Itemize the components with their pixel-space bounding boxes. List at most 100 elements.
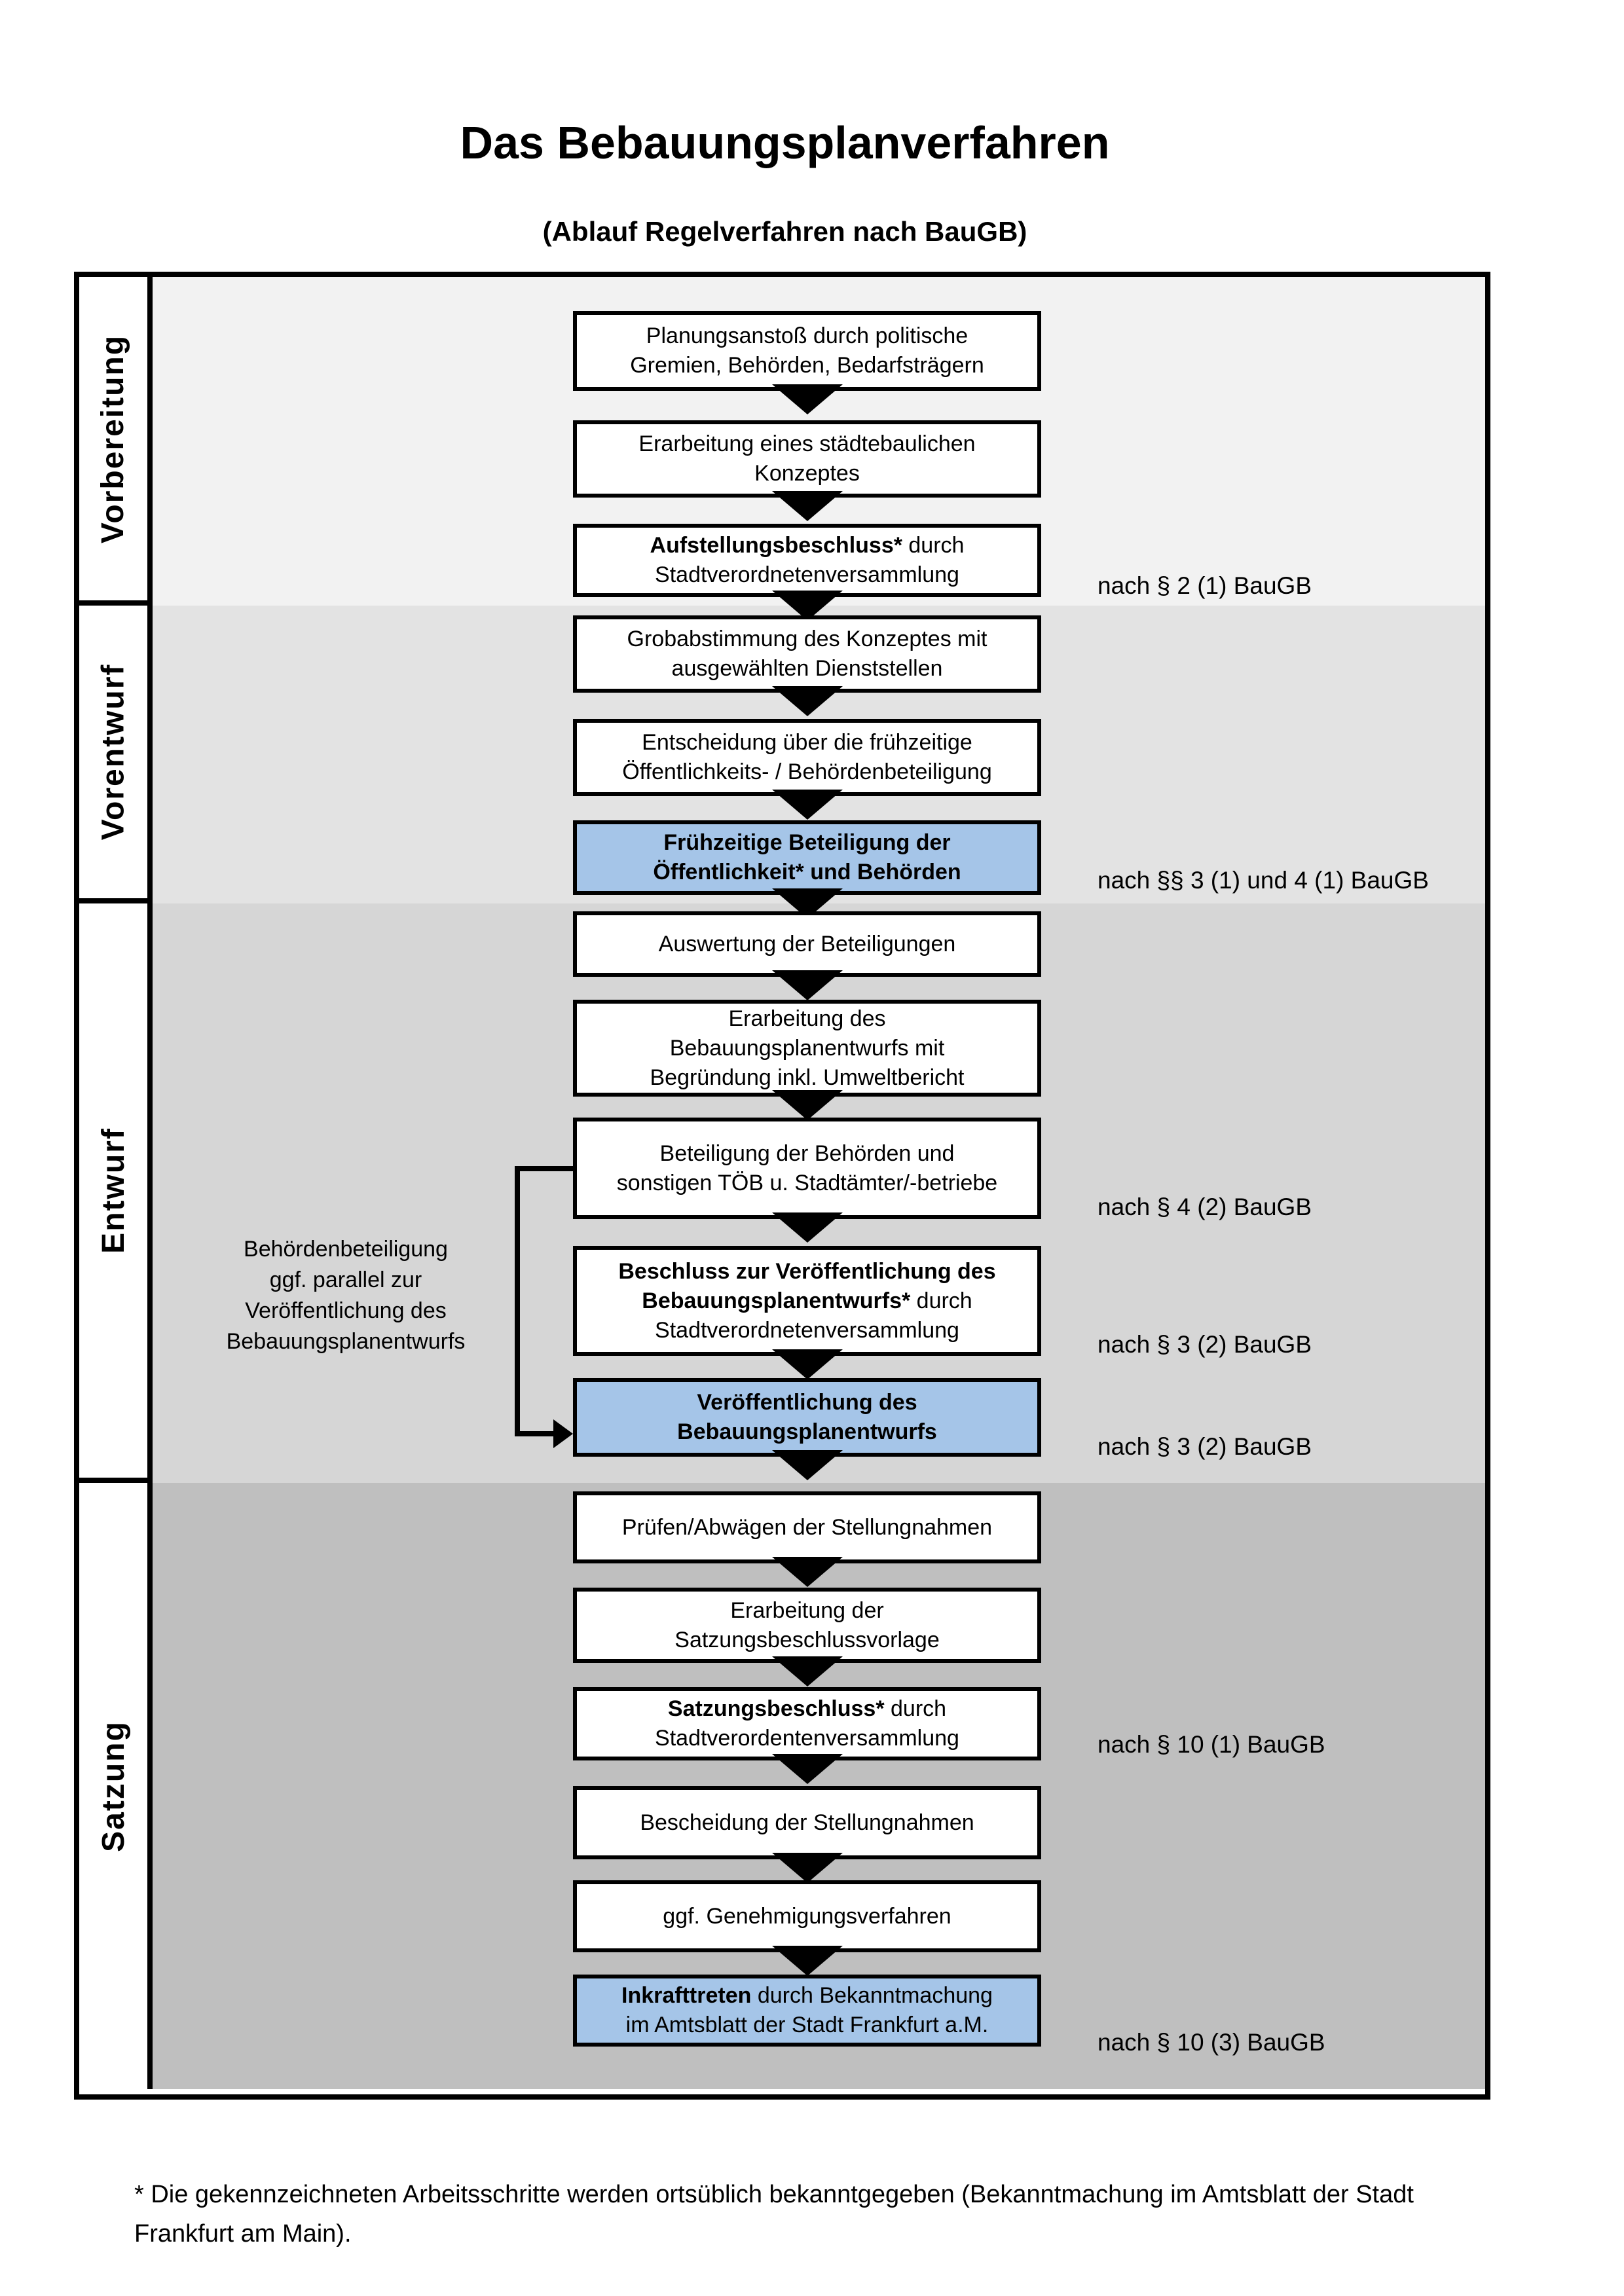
baugb-note: nach § 3 (2) BauGB: [1098, 1433, 1312, 1460]
connector-arrowhead-icon: [553, 1419, 573, 1448]
page-subtitle: (Ablauf Regelverfahren nach BauGB): [542, 216, 1027, 247]
step-text-line: Satzungsbeschlussvorlage: [674, 1626, 939, 1655]
connector-line-vertical: [515, 1166, 520, 1436]
step-text-line: Öffentlichkeits- / Behördenbeteiligung: [622, 757, 992, 787]
phase-label-text: Vorbereitung: [96, 334, 131, 543]
phase-label-column: Vorbereitung Vorentwurf Entwurf Satzung: [79, 277, 153, 2089]
step-text-line: Bebauungsplanentwurfs: [677, 1417, 937, 1447]
connector-line-bottom: [515, 1431, 555, 1436]
step-text-run: Stadtverordnetenversammlung: [655, 1317, 959, 1343]
step-text-run: im Amtsblatt der Stadt Frankfurt a.M.: [625, 2013, 989, 2037]
baugb-note: nach §§ 3 (1) und 4 (1) BauGB: [1098, 867, 1429, 894]
process-frame: Vorbereitung Vorentwurf Entwurf Satzung …: [74, 272, 1490, 2100]
step-text-line: Stadtverordnetenversammlung: [655, 560, 959, 590]
step-text-run: Bebauungsplanentwurfs mit: [669, 1035, 945, 1061]
baugb-note: nach § 3 (2) BauGB: [1098, 1331, 1312, 1358]
step-text-run: Entscheidung über die frühzeitige: [642, 730, 972, 755]
phase-label-text: Satzung: [96, 1720, 131, 1852]
step-text-line: Planungsanstoß durch politische: [646, 321, 968, 351]
baugb-note: nach § 10 (3) BauGB: [1098, 2029, 1325, 2056]
step-text-run: Öffentlichkeits- / Behördenbeteiligung: [622, 759, 992, 784]
step-text-line: Erarbeitung der: [730, 1596, 883, 1626]
footnote-line: * Die gekennzeichneten Arbeitsschritte w…: [134, 2181, 1414, 2208]
step-text-run: Bescheidung der Stellungnahmen: [640, 1810, 974, 1835]
step-text-line: Frühzeitige Beteiligung der: [663, 828, 950, 858]
footnote-line: Frankfurt am Main).: [134, 2220, 352, 2248]
step-text-run: Begründung inkl. Umweltbericht: [650, 1065, 965, 1090]
baugb-note: nach § 10 (1) BauGB: [1098, 1731, 1325, 1758]
step-text-line: ausgewählten Dienststellen: [672, 654, 943, 683]
step-text-run: Auswertung der Beteiligungen: [658, 931, 956, 957]
footnote: * Die gekennzeichneten Arbeitsschritte w…: [134, 2175, 1575, 2253]
baugb-note: nach § 2 (1) BauGB: [1098, 572, 1312, 599]
side-annotation: Behördenbeteiligung ggf. parallel zur Ve…: [182, 1234, 509, 1357]
step-text-run: Stadtverordentenversammlung: [655, 1726, 959, 1751]
step-text-line: Beteiligung der Behörden und: [660, 1139, 955, 1169]
step-text-line: Stadtverordentenversammlung: [655, 1724, 959, 1753]
step-text-run: Stadtverordnetenversammlung: [655, 562, 959, 587]
step-text-line: Konzeptes: [754, 459, 860, 488]
flow-step-b9: Beteiligung der Behörden und sonstigen TÖ…: [573, 1118, 1041, 1243]
step-text-run: Bebauungsplanentwurfs: [677, 1419, 937, 1444]
flow-step-b16: ggf. Genehmigungsverfahren: [573, 1880, 1041, 1976]
step-text-run: durch Bekanntmachung: [751, 1983, 993, 2008]
side-annotation-line: Bebauungsplanentwurfs: [226, 1329, 466, 1354]
page-title: Das Bebauungsplanverfahren: [460, 117, 1110, 168]
step-text-line: Satzungsbeschluss* durch: [668, 1694, 946, 1724]
side-annotation-line: Veröffentlichung des: [245, 1298, 447, 1323]
step-text-run: Beteiligung der Behörden und: [659, 1140, 955, 1166]
side-annotation-line: ggf. parallel zur: [269, 1267, 422, 1292]
step-text-run: Erarbeitung der: [730, 1597, 884, 1623]
step-text-line: Erarbeitung des: [728, 1004, 885, 1034]
step-text-line: Begründung inkl. Umweltbericht: [650, 1063, 964, 1093]
step-text-run: ausgewählten Dienststellen: [671, 656, 943, 681]
step-text-run: durch: [884, 1696, 947, 1721]
step-text-run: ggf. Genehmigungsverfahren: [663, 1903, 951, 1929]
step-text-run: Öffentlichkeit* und Behörden: [653, 860, 961, 884]
step-text-run: Erarbeitung des: [728, 1006, 886, 1031]
step-text-run: Satzungsbeschluss*: [667, 1696, 885, 1721]
step-text-run: sonstigen TÖB u. Stadtämter/-betriebe: [616, 1170, 998, 1195]
step-text-line: Gremien, Behörden, Bedarfsträgern: [630, 351, 984, 380]
step-text-line: Inkrafttreten durch Bekanntmachung: [621, 1981, 993, 2011]
phase-label-vorbereitung: Vorbereitung: [79, 277, 147, 606]
step-text-line: sonstigen TÖB u. Stadtämter/-betriebe: [617, 1169, 997, 1198]
flow-step-b15: Bescheidung der Stellungnahmen: [573, 1786, 1041, 1883]
step-text-line: Grobabstimmung des Konzeptes mit: [627, 625, 987, 654]
step-text-line: Prüfen/Abwägen der Stellungnahmen: [622, 1513, 992, 1542]
step-text-run: Bebauungsplanentwurfs*: [642, 1288, 911, 1313]
step-text-run: Prüfen/Abwägen der Stellungnahmen: [621, 1514, 993, 1540]
phase-label-text: Entwurf: [96, 1127, 131, 1254]
side-annotation-line: Behördenbeteiligung: [244, 1237, 448, 1262]
step-text-run: Inkrafttreten: [621, 1983, 752, 2008]
step-text-line: Erarbeitung eines städtebaulichen: [638, 429, 975, 459]
baugb-note: nach § 4 (2) BauGB: [1098, 1194, 1312, 1220]
step-text-line: Bebauungsplanentwurfs* durch: [642, 1286, 972, 1316]
step-text-run: Konzeptes: [754, 461, 860, 486]
phase-label-entwurf: Entwurf: [79, 903, 147, 1483]
flow-step-b7: Auswertung der Beteiligungen: [573, 911, 1041, 1000]
step-text-line: Beschluss zur Veröffentlichung des: [618, 1257, 995, 1286]
step-text-line: Veröffentlichung des: [697, 1388, 917, 1417]
step-text-line: Bescheidung der Stellungnahmen: [640, 1808, 974, 1838]
step-text-run: Planungsanstoß durch politische: [646, 323, 969, 348]
step-text-line: Bebauungsplanentwurfs mit: [670, 1034, 945, 1063]
step-text-run: Beschluss zur Veröffentlichung des: [618, 1258, 996, 1284]
step-text-line: ggf. Genehmigungsverfahren: [663, 1902, 951, 1931]
phase-label-satzung: Satzung: [79, 1483, 147, 2089]
step-text-run: Satzungsbeschlussvorlage: [674, 1627, 940, 1652]
step-text-line: Entscheidung über die frühzeitige: [642, 728, 972, 757]
step-text-run: Veröffentlichung des: [697, 1390, 917, 1415]
